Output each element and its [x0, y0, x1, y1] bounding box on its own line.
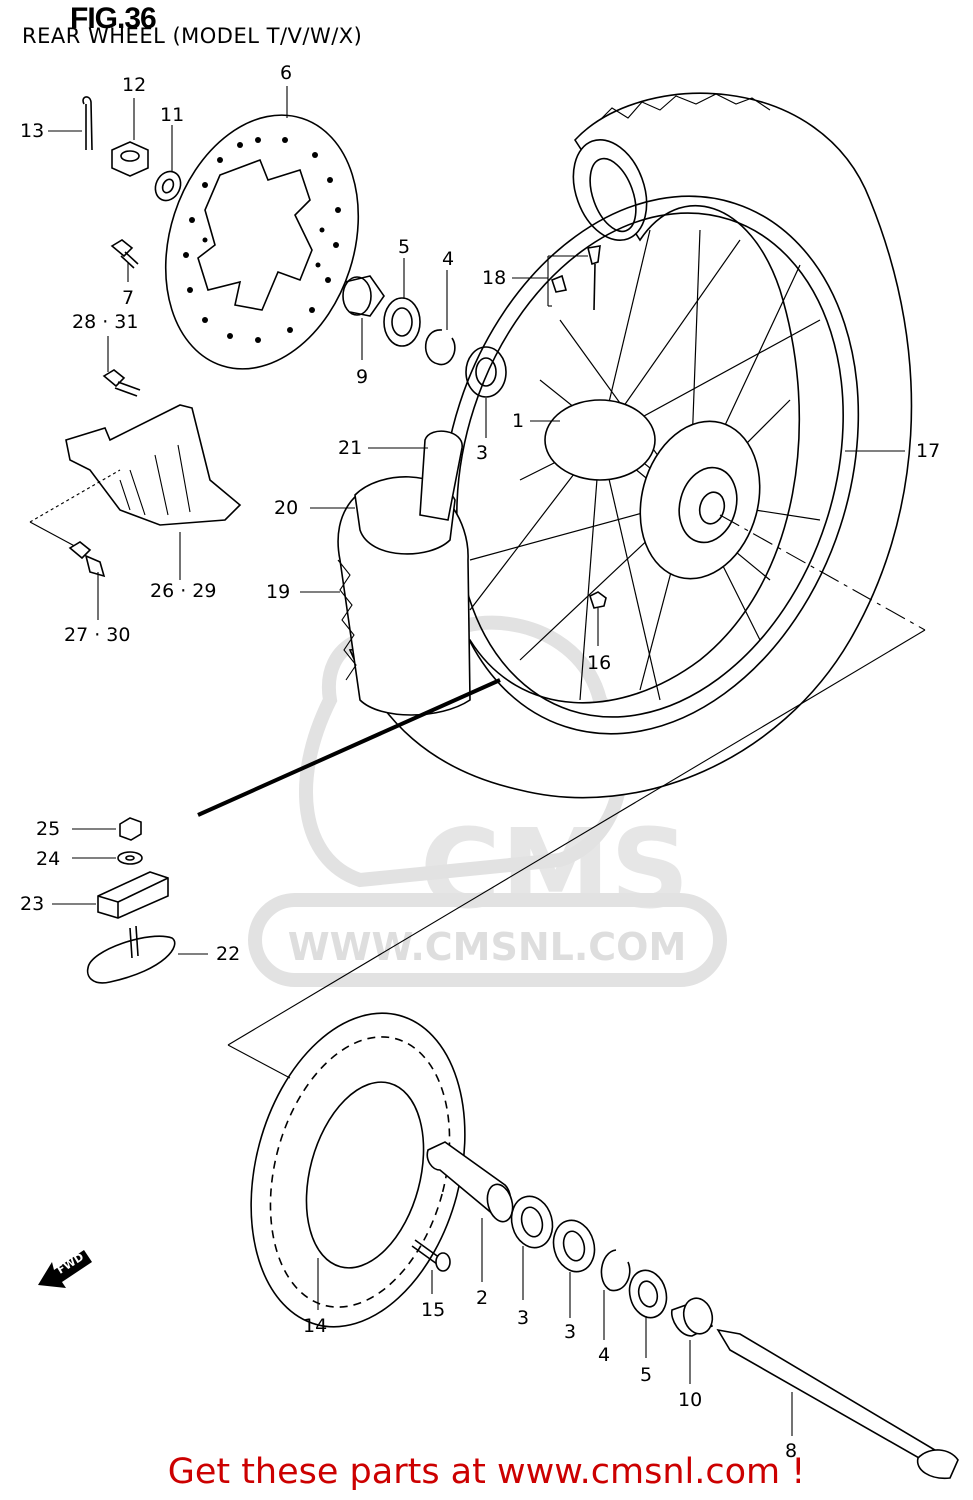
callout-28-31: 28 · 31: [72, 311, 139, 333]
disc-guard: [29, 404, 242, 551]
callout-4-upper: 4: [442, 248, 455, 270]
bearing-3-lower-b: [552, 1219, 596, 1273]
rear-rim: [440, 195, 860, 735]
circlip-4-lower: [600, 1249, 631, 1292]
callout-2: 2: [476, 1287, 489, 1309]
callout-1: 1: [512, 410, 525, 432]
callout-9: 9: [356, 366, 369, 388]
circlip-4-upper: [424, 329, 456, 366]
callout-6: 6: [280, 62, 293, 84]
callout-5-lower: 5: [640, 1364, 653, 1386]
callout-27-30: 27 · 30: [64, 624, 131, 646]
cotter-pin: [82, 96, 93, 151]
rim-lock-22: [86, 925, 176, 984]
leader-lines: [48, 86, 905, 1436]
callout-8: 8: [785, 1440, 798, 1462]
callout-5-upper: 5: [398, 236, 411, 258]
rear-sprocket: [250, 1012, 466, 1328]
guard-bolt-upper: [102, 369, 141, 397]
callout-12: 12: [122, 74, 147, 96]
watermark-url: WWW.CMSNL.COM: [287, 925, 687, 969]
callout-13: 13: [20, 120, 45, 142]
callout-18: 18: [482, 267, 507, 289]
castle-nut: [111, 141, 149, 177]
callout-25: 25: [36, 818, 61, 840]
callout-15: 15: [421, 1299, 446, 1321]
spacer-9: [342, 275, 385, 317]
figure-title: FIG.36: [70, 2, 157, 35]
callout-4-lower: 4: [598, 1344, 611, 1366]
callout-19: 19: [266, 581, 291, 603]
rear-hub: [544, 399, 761, 580]
rear-tire: [348, 92, 913, 799]
callout-10: 10: [678, 1389, 703, 1411]
callout-3-lower-b: 3: [564, 1321, 577, 1343]
sprocket-bolt: [411, 1239, 451, 1272]
bearing-3-upper: [465, 346, 507, 398]
bearing-5-lower: [628, 1269, 668, 1319]
rim-band-strip: [419, 430, 463, 521]
callout-3-upper: 3: [476, 442, 489, 464]
callout-11: 11: [160, 104, 185, 126]
spoke-nipple: [551, 245, 601, 311]
callout-14: 14: [303, 1315, 328, 1337]
callout-3-lower-a: 3: [517, 1307, 530, 1329]
figure-subtitle: REAR WHEEL (MODEL T/V/W/X): [22, 24, 363, 48]
callout-24: 24: [36, 848, 61, 870]
bearing-5-upper: [383, 297, 421, 347]
rim-lock-nut-25: [119, 817, 142, 841]
parts-link[interactable]: Get these parts at www.cmsnl.com !: [167, 1452, 806, 1492]
collar-10: [670, 1297, 714, 1337]
rear-axle: [716, 1328, 959, 1480]
bearing-3-lower-a: [510, 1195, 554, 1249]
disc-bolt: [110, 239, 139, 269]
axle-centerline: [197, 514, 926, 1079]
callout-16: 16: [587, 652, 612, 674]
hub-spacer: [426, 1141, 514, 1223]
rim-lock-washer-24: [117, 851, 143, 865]
callout-17: 17: [916, 440, 941, 462]
rim-lock-nut: [589, 591, 607, 609]
fwd-arrow-icon: [38, 1250, 92, 1288]
callout-20: 20: [274, 497, 299, 519]
callout-7: 7: [122, 287, 135, 309]
guard-bolt-lower: [68, 541, 106, 578]
callout-26-29: 26 · 29: [150, 580, 217, 602]
callout-23: 23: [20, 893, 45, 915]
rim-lock-block-23: [97, 871, 169, 919]
brake-disc: [164, 114, 360, 370]
callout-22: 22: [216, 943, 241, 965]
callout-21: 21: [338, 437, 363, 459]
axle-washer: [154, 170, 182, 202]
